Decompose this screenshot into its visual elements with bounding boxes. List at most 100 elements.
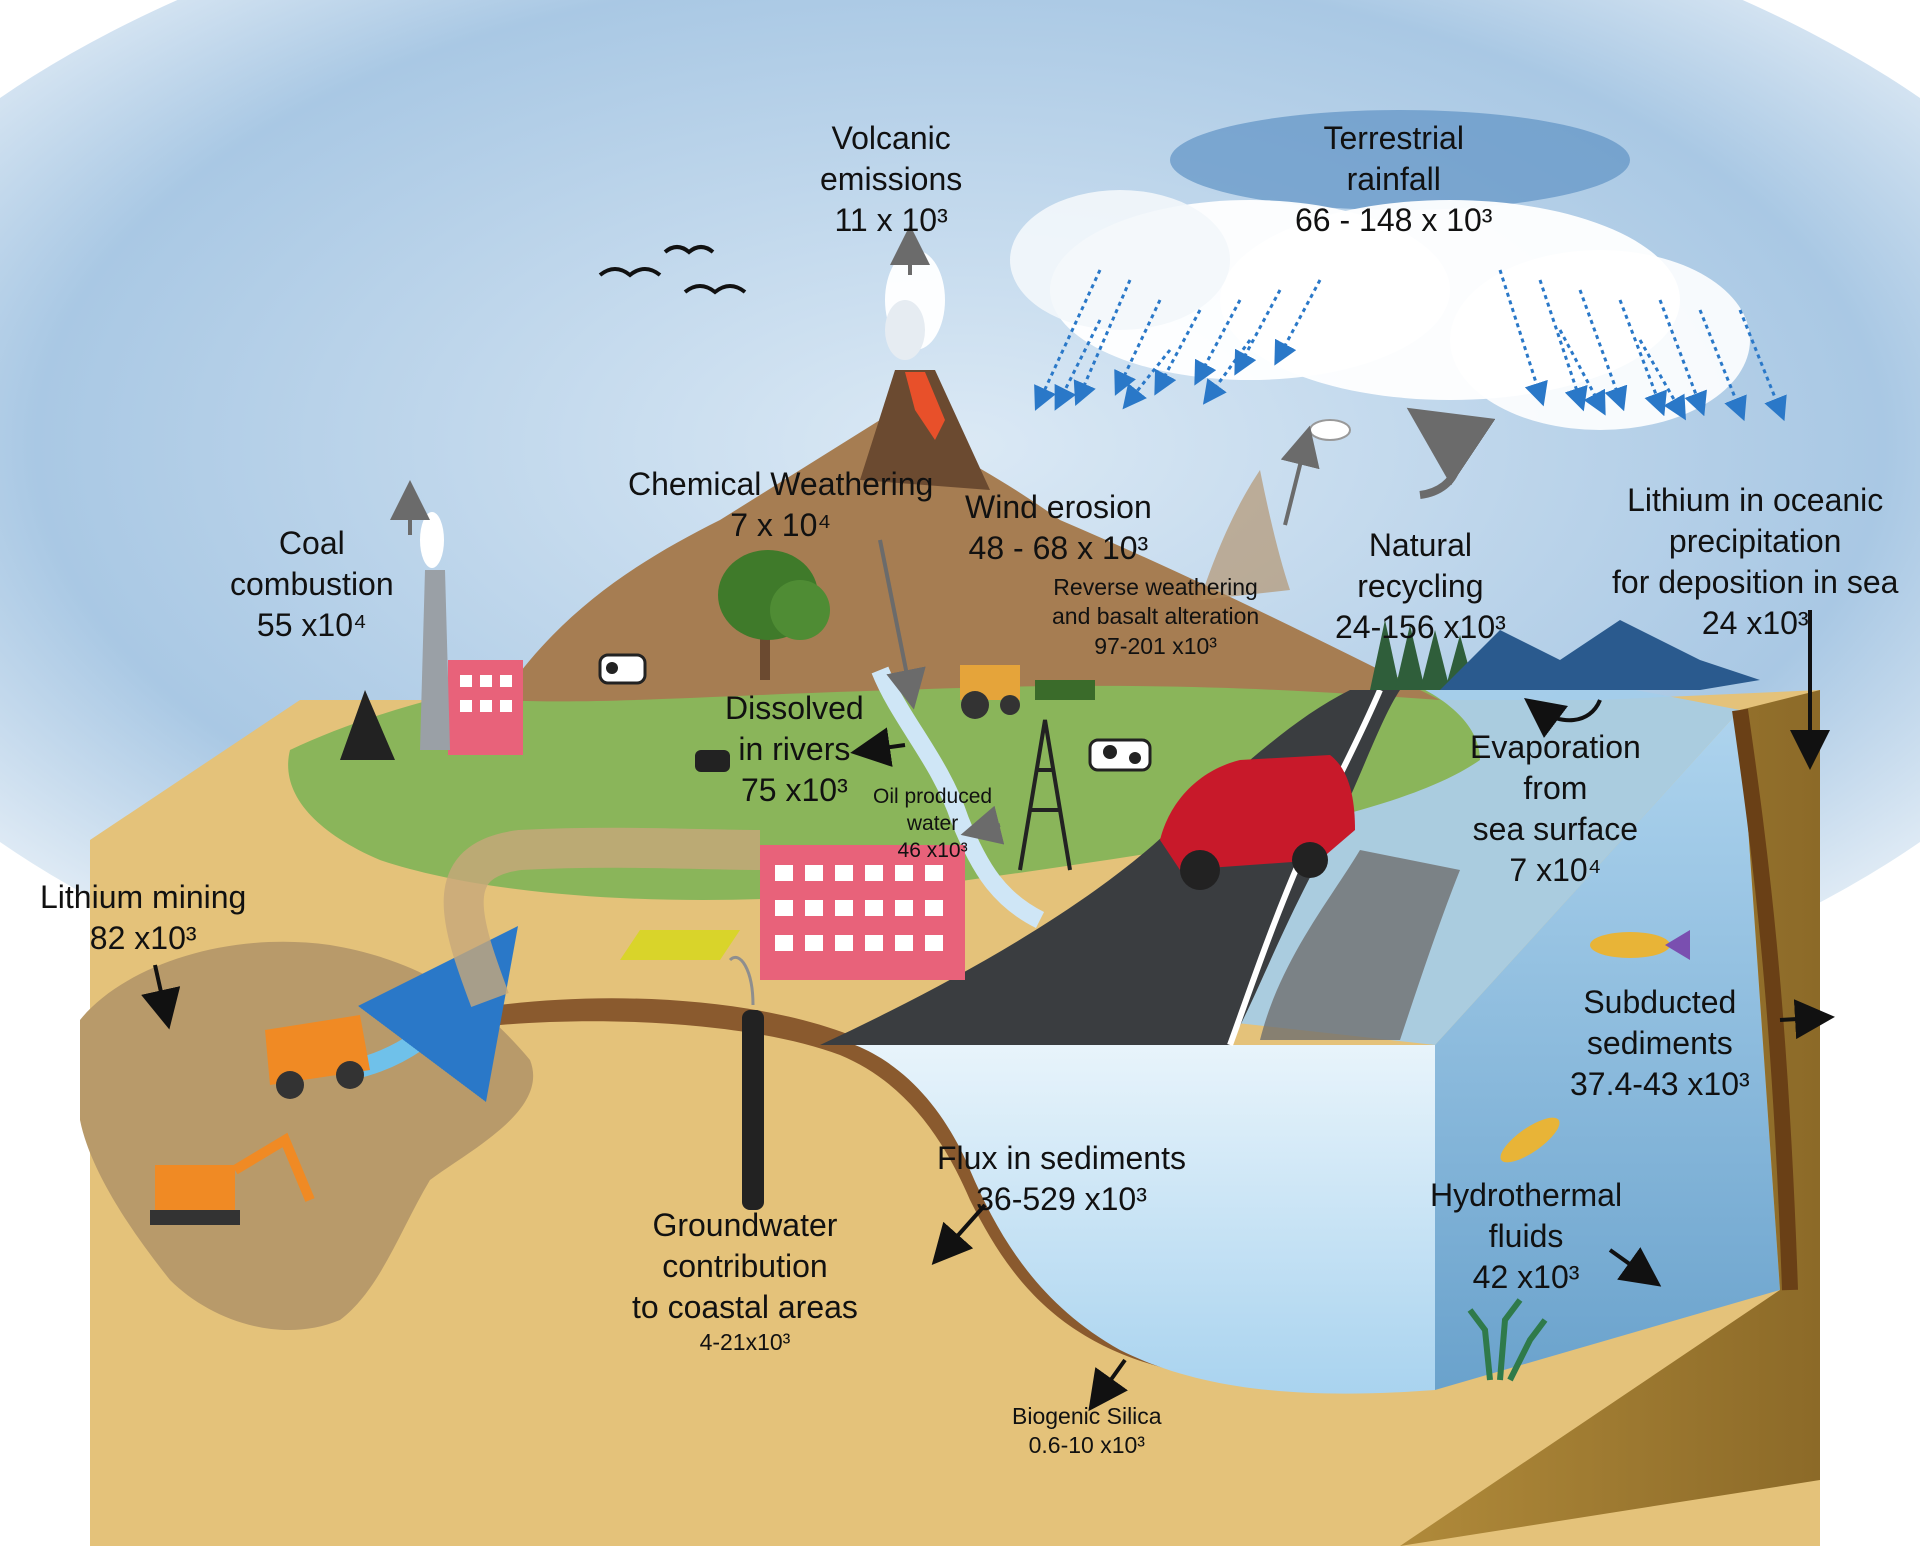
- label-value: 24-156 x10³: [1335, 608, 1506, 645]
- chimney-icon: [340, 512, 450, 760]
- label-value: 7 x 10⁴: [730, 506, 832, 543]
- label-value: 4-21x10³: [699, 1328, 791, 1355]
- label-groundwater-contribution: Groundwater contribution to coastal area…: [632, 1205, 858, 1357]
- well-pipe-icon: [728, 956, 764, 1210]
- label-line: in rivers: [738, 730, 851, 767]
- label-line: for deposition in sea: [1612, 563, 1899, 600]
- label-value: 55 x10⁴: [256, 606, 367, 643]
- subducted-arrow: [1779, 999, 1835, 1040]
- label-terrestrial-rainfall: Terrestrial rainfall 66 - 148 x 10³: [1295, 118, 1492, 241]
- mountain: [500, 420, 1440, 702]
- seagull-icon: [1309, 419, 1351, 441]
- label-line: fluids: [1488, 1217, 1564, 1254]
- label-natural-recycling: Natural recycling 24-156 x10³: [1335, 525, 1506, 648]
- label-biogenic-silica: Biogenic Silica 0.6-10 x10³: [1012, 1402, 1162, 1461]
- bird-icon: [598, 245, 747, 295]
- label-line: and basalt alteration: [1052, 603, 1260, 630]
- oil-arrow: [960, 805, 1005, 845]
- car-icon: [1160, 755, 1355, 890]
- cloud-icon: [1010, 110, 1750, 430]
- coastal-mountain: [1440, 620, 1760, 690]
- label-value: 7 x10⁴: [1509, 851, 1602, 888]
- label-line: Volcanic: [831, 120, 951, 156]
- label-line: Coal: [278, 525, 345, 561]
- label-line: Chemical Weathering: [628, 466, 934, 502]
- label-line: Biogenic Silica: [1012, 1403, 1162, 1429]
- label-line: from: [1523, 769, 1588, 806]
- label-value: 75 x10³: [740, 771, 848, 808]
- label-lithium-mining: Lithium mining 82 x10³: [40, 877, 246, 959]
- label-line: Lithium in oceanic: [1627, 482, 1884, 518]
- label-line: Flux in sediments: [937, 1140, 1186, 1176]
- fish-icon: [1590, 930, 1690, 960]
- label-line: precipitation: [1668, 522, 1842, 559]
- label-value: 0.6-10 x10³: [1028, 1432, 1145, 1459]
- label-line: Evaporation: [1470, 729, 1641, 765]
- label-value: 48 - 68 x 10³: [968, 529, 1149, 566]
- cow-icon: [1088, 738, 1152, 772]
- label-line: recycling: [1357, 567, 1484, 604]
- evaporation-arrow: [1523, 698, 1602, 738]
- ocean-floor-side: [1400, 690, 1820, 1546]
- river: [871, 666, 1045, 929]
- tree-icon: [718, 550, 830, 680]
- label-line: water: [906, 811, 959, 835]
- label-value: 24 x10³: [1701, 604, 1809, 641]
- silica-arrow: [1088, 1358, 1128, 1412]
- dust-plume: [1200, 470, 1290, 600]
- label-line: Subducted: [1583, 984, 1737, 1020]
- label-line: combustion: [230, 565, 394, 602]
- label-coal-combustion: Coal combustion 55 x10⁴: [230, 523, 394, 646]
- fish-icon: [1500, 1117, 1560, 1163]
- label-flux-in-sediments: Flux in sediments 36-529 x10³: [937, 1138, 1186, 1220]
- label-line: sea surface: [1472, 810, 1639, 847]
- label-line: Wind erosion: [965, 489, 1152, 525]
- factory-icon: [620, 845, 965, 980]
- label-volcanic-emissions: Volcanic emissions 11 x 10³: [820, 118, 962, 241]
- label-line: Natural: [1368, 527, 1472, 563]
- mining-arrow: [141, 964, 181, 1030]
- sediment-arrow: [931, 1203, 987, 1265]
- label-subducted-sediments: Subducted sediments 37.4-43 x10³: [1570, 982, 1750, 1105]
- label-line: Terrestrial: [1323, 120, 1464, 156]
- cow-icon: [598, 653, 647, 685]
- label-line: Dissolved: [725, 690, 864, 726]
- label-line: rainfall: [1346, 160, 1441, 197]
- label-value: 37.4-43 x10³: [1570, 1065, 1750, 1102]
- label-evaporation: Evaporation from sea surface 7 x10⁴: [1470, 727, 1641, 891]
- label-line: Lithium mining: [40, 879, 247, 915]
- label-line: Groundwater: [652, 1207, 838, 1243]
- rain-icon: [1034, 269, 1787, 422]
- tractor-icon: [960, 665, 1095, 719]
- wind-arrow: [1280, 425, 1320, 526]
- label-line: sediments: [1586, 1024, 1733, 1061]
- label-line: Hydrothermal: [1430, 1177, 1623, 1213]
- goat-icon: [695, 750, 730, 772]
- label-value: 46 x10³: [897, 838, 968, 862]
- river-arrow: [850, 727, 906, 767]
- label-oceanic-precipitation: Lithium in oceanic precipitation for dep…: [1612, 480, 1898, 644]
- factory-icon: [448, 660, 523, 755]
- excavator-icon: [150, 1132, 315, 1225]
- cliff: [1260, 850, 1460, 1040]
- sea-cross-section: [855, 1045, 1435, 1394]
- label-value: 66 - 148 x 10³: [1295, 201, 1493, 238]
- label-line: Reverse weathering: [1053, 574, 1258, 600]
- volcano-icon: [860, 250, 990, 490]
- label-value: 42 x10³: [1472, 1258, 1580, 1295]
- label-reverse-weathering: Reverse weathering and basalt alteration…: [1052, 573, 1259, 661]
- label-line: contribution: [662, 1247, 828, 1284]
- label-line: Oil produced: [873, 785, 993, 808]
- sea-side: [1435, 710, 1780, 1390]
- label-chemical-weathering: Chemical Weathering 7 x 10⁴: [628, 464, 933, 546]
- label-value: 97-201 x10³: [1094, 632, 1217, 659]
- mining-path: [443, 827, 761, 1008]
- label-hydrothermal-fluids: Hydrothermal fluids 42 x10³: [1430, 1175, 1622, 1298]
- recycle-arrow-icon: [1406, 407, 1496, 499]
- label-value: 82 x10³: [89, 919, 197, 956]
- oil-derrick-icon: [1018, 719, 1072, 871]
- label-value: 11 x 10³: [834, 201, 948, 238]
- hydrothermal-arrow: [1608, 1247, 1662, 1287]
